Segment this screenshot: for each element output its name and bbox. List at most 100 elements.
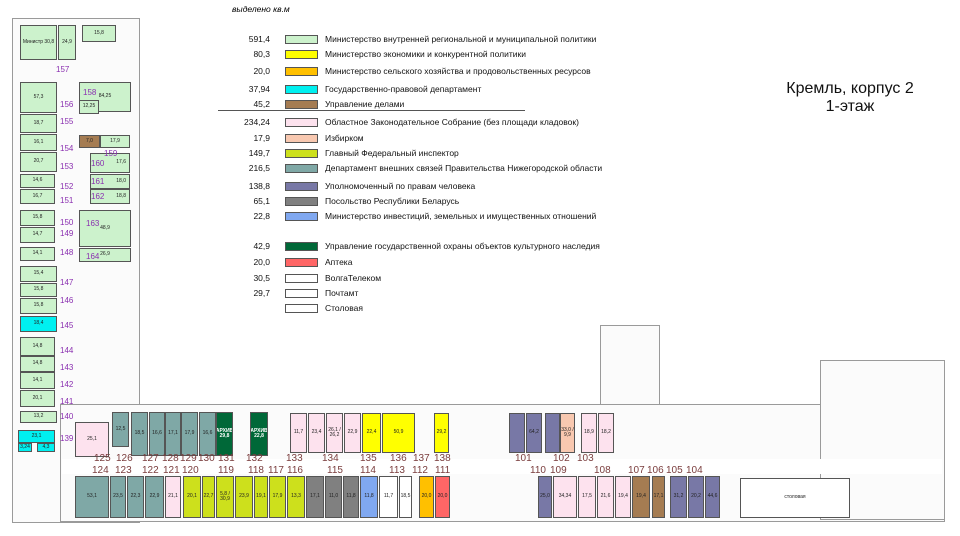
room-foreign: 22,3 [127,476,144,518]
legend-divider [218,110,525,111]
legend-swatch [285,148,318,158]
room-agri: 20,0 [419,476,434,518]
legend-swatch [285,257,318,267]
legend-swatch [285,273,318,283]
legend-item: 29,7 Почтамт [230,287,358,299]
room-number: 102 [553,453,570,464]
floor-name: 1-этаж [825,98,875,115]
room-belarus: 17,1 [306,476,324,518]
main-corridor [62,459,942,474]
room-ombuds [509,413,525,453]
room-vnutr: 14,6 [20,174,55,188]
room-fed: 19,1 [254,476,268,518]
room-zaks: 25,1 [75,422,109,457]
legend-swatch [285,241,318,251]
room-zaks: 17,5 [578,476,596,518]
room-number: 130 [198,453,215,464]
room-number: 132 [246,453,263,464]
room-vnutr: 16,1 [20,134,57,151]
room-vnutr: 15,8 [82,25,116,42]
room-number: 152 [60,182,74,191]
legend-header: выделено кв.м [232,4,290,14]
legend-value: 45,2 [253,99,270,109]
room-number: 128 [162,453,179,464]
room-number: 131 [218,453,235,464]
legend-item: 30,5 ВолгаТелеком [230,272,381,284]
room-number: 151 [60,196,74,205]
room-number: 150 [60,218,74,227]
room-number: 158 [83,88,97,97]
room-number: 119 [218,465,234,476]
room-vnutr: 15,8 [20,298,57,314]
room-number: 155 [60,117,74,126]
legend-swatch [285,117,318,127]
room-number: 156 [60,100,74,109]
room-number: 153 [60,162,74,171]
room-number: 103 [577,453,594,464]
room-legal: 4,3 [37,443,55,452]
room-number: 141 [60,397,74,406]
room-affairs: 19,4 [632,476,650,518]
room-number: 144 [60,346,74,355]
room-number: 134 [322,453,339,464]
room-vnutr: 20,7 [20,152,57,172]
room-post: 18,5 [399,476,412,518]
legend-label: Уполномоченный по правам человека [325,181,476,191]
room-number: 112 [412,465,428,476]
legend-label: Почтамт [325,288,359,298]
legend-value: 20,0 [253,66,270,76]
room-fed: 20,1 [183,476,201,518]
legend-label: Министерство экономики и конкурентной по… [325,49,526,59]
room-zaks: 21,6 [597,476,614,518]
room-foreign: 17,9 [181,412,198,456]
room-zaks: 19,4 [615,476,631,518]
room-number: 117 [268,465,284,476]
room-canteen: столовая [740,478,850,518]
legend-label: Столовая [325,303,364,313]
room-number: 106 [647,465,664,476]
room-number: 116 [287,465,303,476]
legend-label: Департамент внешних связей Правительства… [325,163,603,173]
room-fed: 17,9 [269,476,286,518]
legend-label: Аптека [325,257,353,267]
room-econ: 50,9 [382,413,415,453]
room-vnutr: 26,9 [79,248,131,262]
legend-value: 80,3 [253,49,270,59]
legend-label: Министерство внутренней региональной и м… [325,34,597,44]
room-izbirkom: 33,0 / 9,9 [560,413,575,453]
room-okn: АРХИВ 29,8 [216,412,233,456]
room-number: 143 [60,363,74,372]
legend-label: Посольство Республики Беларусь [325,196,460,206]
room-number: 115 [327,465,343,476]
legend-swatch [285,84,318,94]
room-zaks: 26,1 / 26,2 [326,413,343,453]
room-vnutr: 14,1 [20,372,55,389]
room-number: 162 [91,192,105,201]
room-foreign: 53,1 [75,476,109,518]
room-number: 123 [115,465,132,476]
room-ombuds: 64,2 [526,413,542,453]
room-vnutr: Министр 30,8 [20,25,57,60]
room-vnutr: 17,6 [90,153,130,173]
legend-value: 29,7 [253,288,270,298]
room-vnutr: 57,3 [20,82,57,113]
legend-value: 30,5 [253,273,270,283]
legend-label: ВолгаТелеком [325,273,382,283]
room-number: 161 [91,177,105,186]
legend-swatch [285,288,318,298]
room-ombuds: 20,2 [688,476,704,518]
room-pharmacy: 20,0 [435,476,450,518]
legend-item: Столовая [230,302,363,314]
room-number: 110 [530,465,546,476]
room-vnutr: 15,8 [20,210,55,226]
room-number: 163 [86,219,100,228]
legend-label: Управление делами [325,99,405,109]
room-ombuds [545,413,560,453]
room-vnutr: 18,8 [90,189,130,204]
